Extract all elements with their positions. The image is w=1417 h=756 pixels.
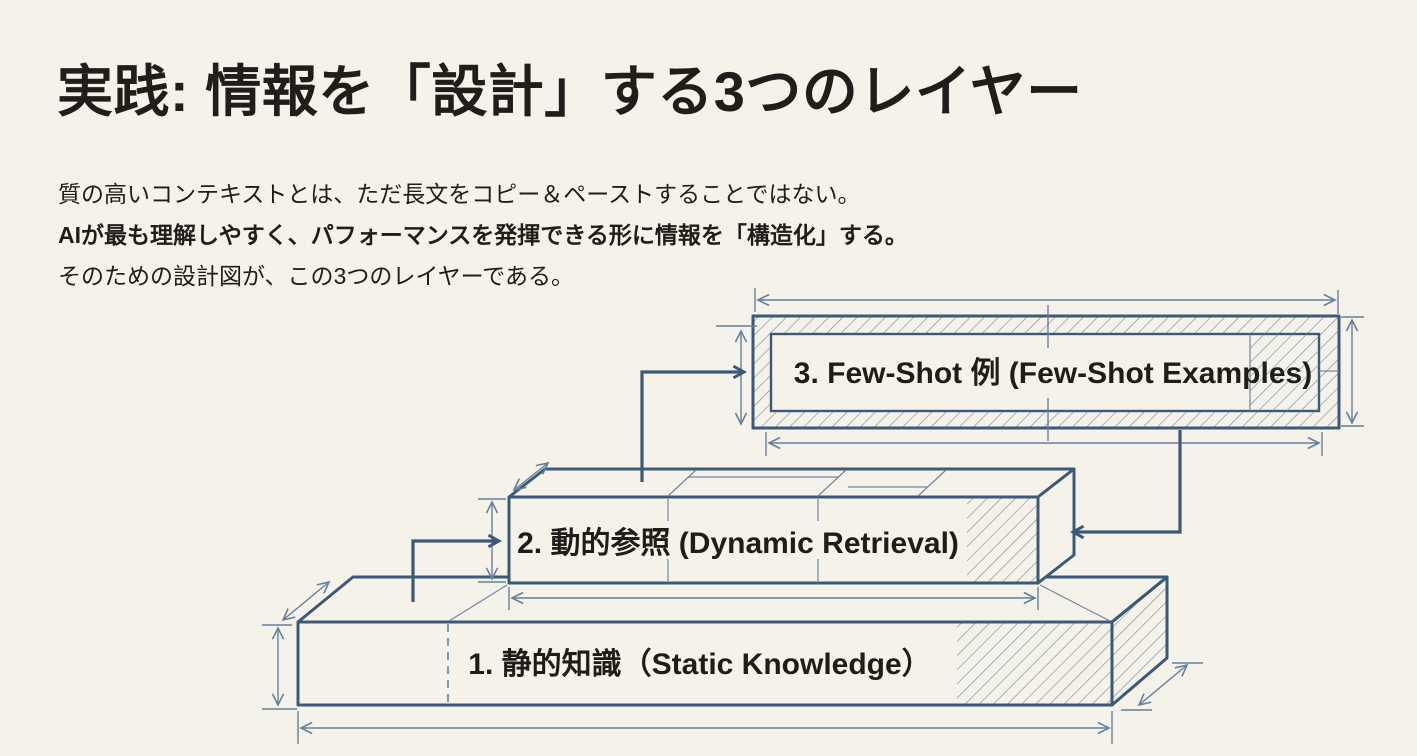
connector-layer2-to-layer3 <box>640 364 748 482</box>
layer-1-dimensions <box>262 580 1203 744</box>
layer-1-front-hatch <box>957 623 1111 704</box>
layer-2-front-face <box>507 495 1040 585</box>
layer-3-frame-hatch <box>753 316 1339 428</box>
layer-3-dimensions <box>716 288 1364 456</box>
connector-layer3-to-layer2 <box>1069 430 1182 540</box>
layer-2-dimensions <box>478 461 1039 610</box>
layer-3-inner-hatch <box>1250 334 1319 411</box>
connector-layer1-to-layer2 <box>411 533 503 602</box>
layer-1-static-knowledge: 1. 静的知識（Static Knowledge） <box>262 575 1203 744</box>
layer-1-label: 1. 静的知識（Static Knowledge） <box>468 647 931 681</box>
intro-text: 質の高いコンテキストとは、ただ長文をコピー＆ペーストすることではない。 AIが最… <box>58 174 908 297</box>
layer-3-outer-frame <box>751 314 1341 430</box>
layer-2-dynamic-retrieval: 2. 動的参照 (Dynamic Retrieval) <box>478 461 1076 610</box>
projection-line-left <box>448 584 508 622</box>
layer-2-front-hatch <box>967 498 1037 582</box>
layer-3-few-shot-examples: 3. Few-Shot 例 (Few-Shot Examples) <box>716 288 1364 456</box>
projection-line-right <box>1039 584 1111 622</box>
layer-3-label: 3. Few-Shot 例 (Few-Shot Examples) <box>794 357 1312 390</box>
slide-title: 実践: 情報を「設計」する3つのレイヤー <box>57 60 1083 123</box>
layer-2-top-face-seams <box>667 469 947 497</box>
intro-line-2: AIが最も理解しやすく、パフォーマンスを発揮できる形に情報を「構造化」する。 <box>58 222 908 248</box>
intro-line-3: そのための設計図が、この3つのレイヤーである。 <box>58 263 575 289</box>
layer-2-top-face <box>507 467 1076 499</box>
intro-line-1: 質の高いコンテキストとは、ただ長文をコピー＆ペーストすることではない。 <box>58 181 861 207</box>
layer-2-front-ticks <box>667 499 819 581</box>
layer-2-label: 2. 動的参照 (Dynamic Retrieval) <box>517 527 959 560</box>
